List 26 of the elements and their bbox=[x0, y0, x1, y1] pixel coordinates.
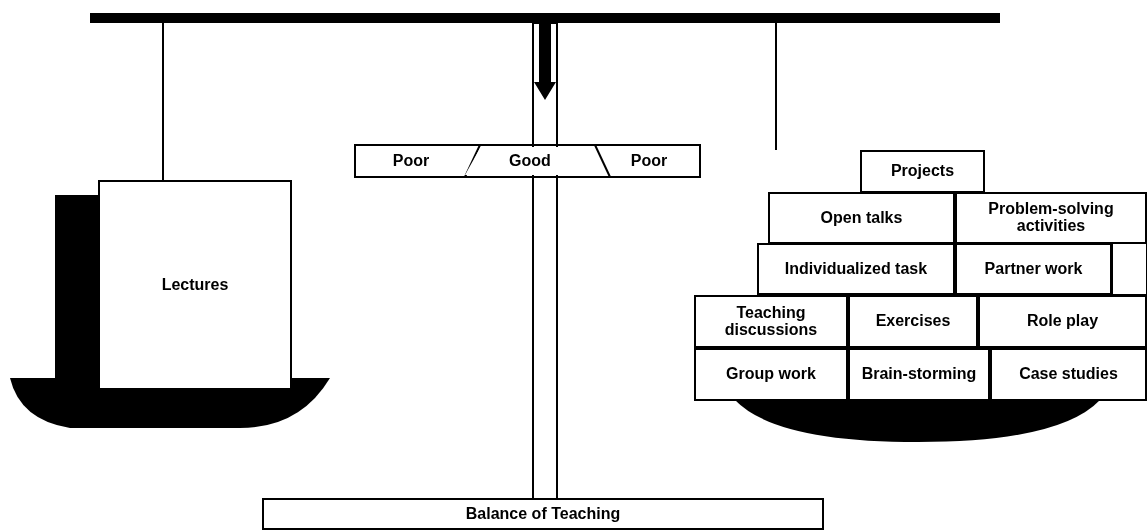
block-label: Problem-solving activities bbox=[987, 201, 1115, 235]
activity-block bbox=[768, 192, 955, 244]
activity-block bbox=[694, 295, 848, 348]
activity-block bbox=[990, 348, 1147, 401]
block-label: Lectures bbox=[161, 276, 229, 294]
activity-block bbox=[694, 348, 848, 401]
block-label: Open talks bbox=[820, 209, 903, 227]
block-label: Poor bbox=[630, 152, 668, 170]
block-label: Individualized task bbox=[784, 260, 928, 278]
block-label: Balance of Teaching bbox=[465, 505, 621, 523]
block-label: Teaching discussions bbox=[723, 304, 819, 339]
block-label: Group work bbox=[726, 366, 816, 383]
activity-block bbox=[860, 150, 985, 193]
block-label: Exercises bbox=[875, 313, 951, 330]
lectures-box bbox=[98, 180, 292, 390]
activity-block bbox=[848, 295, 978, 348]
base-box bbox=[262, 498, 824, 530]
block-label: Partner work bbox=[984, 260, 1083, 278]
block-label: Projects bbox=[890, 163, 955, 180]
block-label: Case studies bbox=[1019, 366, 1118, 383]
block-label: Good bbox=[509, 152, 551, 170]
block-label: Role play bbox=[1026, 313, 1099, 330]
activity-block bbox=[848, 348, 990, 401]
activity-block bbox=[757, 243, 955, 295]
block-label: Poor bbox=[392, 152, 430, 170]
block-label: Brain-storming bbox=[861, 366, 977, 383]
